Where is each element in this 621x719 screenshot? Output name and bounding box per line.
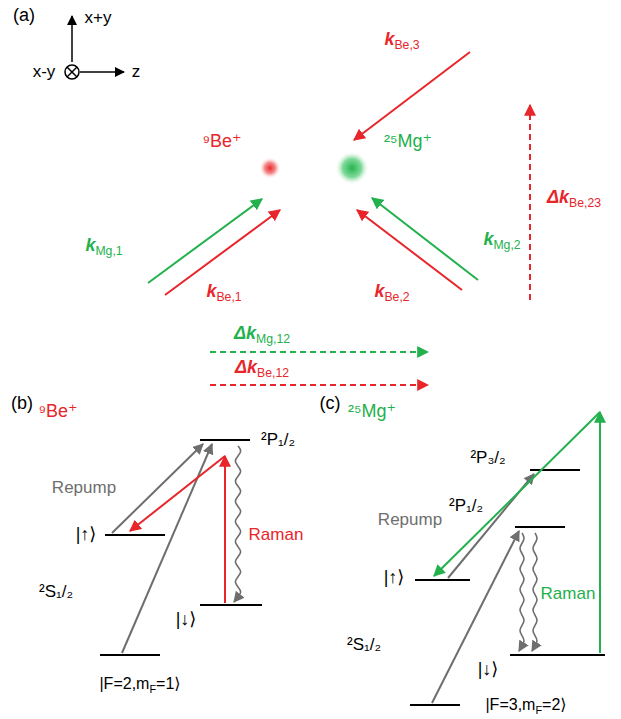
figure-label: (b) — [11, 394, 33, 414]
figure-label: ²⁵Mg⁺ — [348, 402, 396, 422]
figure-label: x+y — [85, 9, 112, 28]
wavevector-label: kBe,1 — [206, 282, 241, 302]
vector-subscript: Mg,2 — [493, 238, 520, 252]
vector-subscript: Be,3 — [394, 38, 419, 52]
wavevector-label: kMg,2 — [483, 230, 520, 250]
figure-label: x-y — [33, 63, 56, 82]
state-subscript: F — [535, 704, 542, 716]
state-part: |F=2,m — [99, 675, 149, 692]
mg-ion — [335, 151, 369, 185]
figure-label: |↑⟩ — [76, 525, 97, 545]
vector-subscript: Be,12 — [257, 366, 289, 380]
figure-label: ⁹Be⁺ — [38, 402, 77, 422]
mg-levels — [410, 470, 605, 705]
wavevector-label: kMg,1 — [85, 236, 122, 256]
figure-label: |F=2,mF=1⟩ — [99, 675, 180, 693]
be-levels — [100, 440, 262, 655]
state-subscript: F — [149, 683, 156, 695]
figure-label: (c) — [320, 394, 341, 414]
vector-symbol: k — [384, 29, 394, 49]
vector-symbol: k — [374, 281, 384, 301]
decay-wave — [519, 533, 524, 651]
vector-subscript: Be,23 — [569, 196, 601, 210]
figure-label: |↑⟩ — [384, 568, 405, 588]
mg-transitions — [432, 412, 600, 703]
wavevector-label: ΔkBe,23 — [547, 188, 601, 208]
wavevector-label: ΔkMg,12 — [234, 324, 290, 344]
vector-subscript: Be,2 — [384, 290, 409, 304]
figure-label: |↓⟩ — [176, 610, 197, 630]
state-part: =2⟩ — [542, 696, 566, 713]
vector-subscript: Mg,12 — [256, 332, 290, 346]
figure-label: ²S₁/₂ — [39, 583, 73, 602]
vector-symbol: Δk — [234, 323, 256, 343]
figure-label: Raman — [541, 585, 596, 604]
laser-beams — [148, 52, 530, 385]
figure-label: ²S₁/₂ — [347, 636, 381, 655]
state-part: |F=3,m — [485, 696, 535, 713]
state-part: =1⟩ — [156, 675, 180, 692]
figure-label: ²P₃/₂ — [470, 449, 505, 468]
decay-wave — [532, 533, 537, 651]
figure-label: z — [132, 63, 141, 82]
vector-subscript: Be,1 — [216, 290, 241, 304]
figure-label: |↓⟩ — [478, 660, 499, 680]
vector-symbol: k — [483, 229, 493, 249]
figure-label: |F=3,mF=2⟩ — [485, 696, 566, 714]
figure-label: ²P₁/₂ — [261, 431, 295, 450]
vector-symbol: Δk — [235, 357, 257, 377]
figure-label: Raman — [249, 526, 304, 545]
vector-symbol: k — [85, 235, 95, 255]
wavevector-label: ΔkBe,12 — [235, 358, 289, 378]
wavevector-label: kBe,3 — [384, 30, 419, 50]
vector-symbol: k — [206, 281, 216, 301]
figure-label: (a) — [13, 6, 35, 26]
decay-lines — [234, 446, 537, 651]
wavevector-label: kBe,2 — [374, 282, 409, 302]
vector-subscript: Mg,1 — [95, 244, 122, 258]
figure-label: ²⁵Mg⁺ — [384, 132, 432, 152]
figure-label: Repump — [52, 479, 116, 498]
be-ion — [259, 157, 281, 179]
decay-wave — [234, 446, 241, 602]
figure-label: ⁹Be⁺ — [202, 132, 241, 152]
figure-label: Repump — [378, 511, 442, 530]
be-transitions — [112, 444, 225, 653]
figure-label: ²P₁/₂ — [449, 497, 483, 516]
vector-symbol: Δk — [547, 187, 569, 207]
